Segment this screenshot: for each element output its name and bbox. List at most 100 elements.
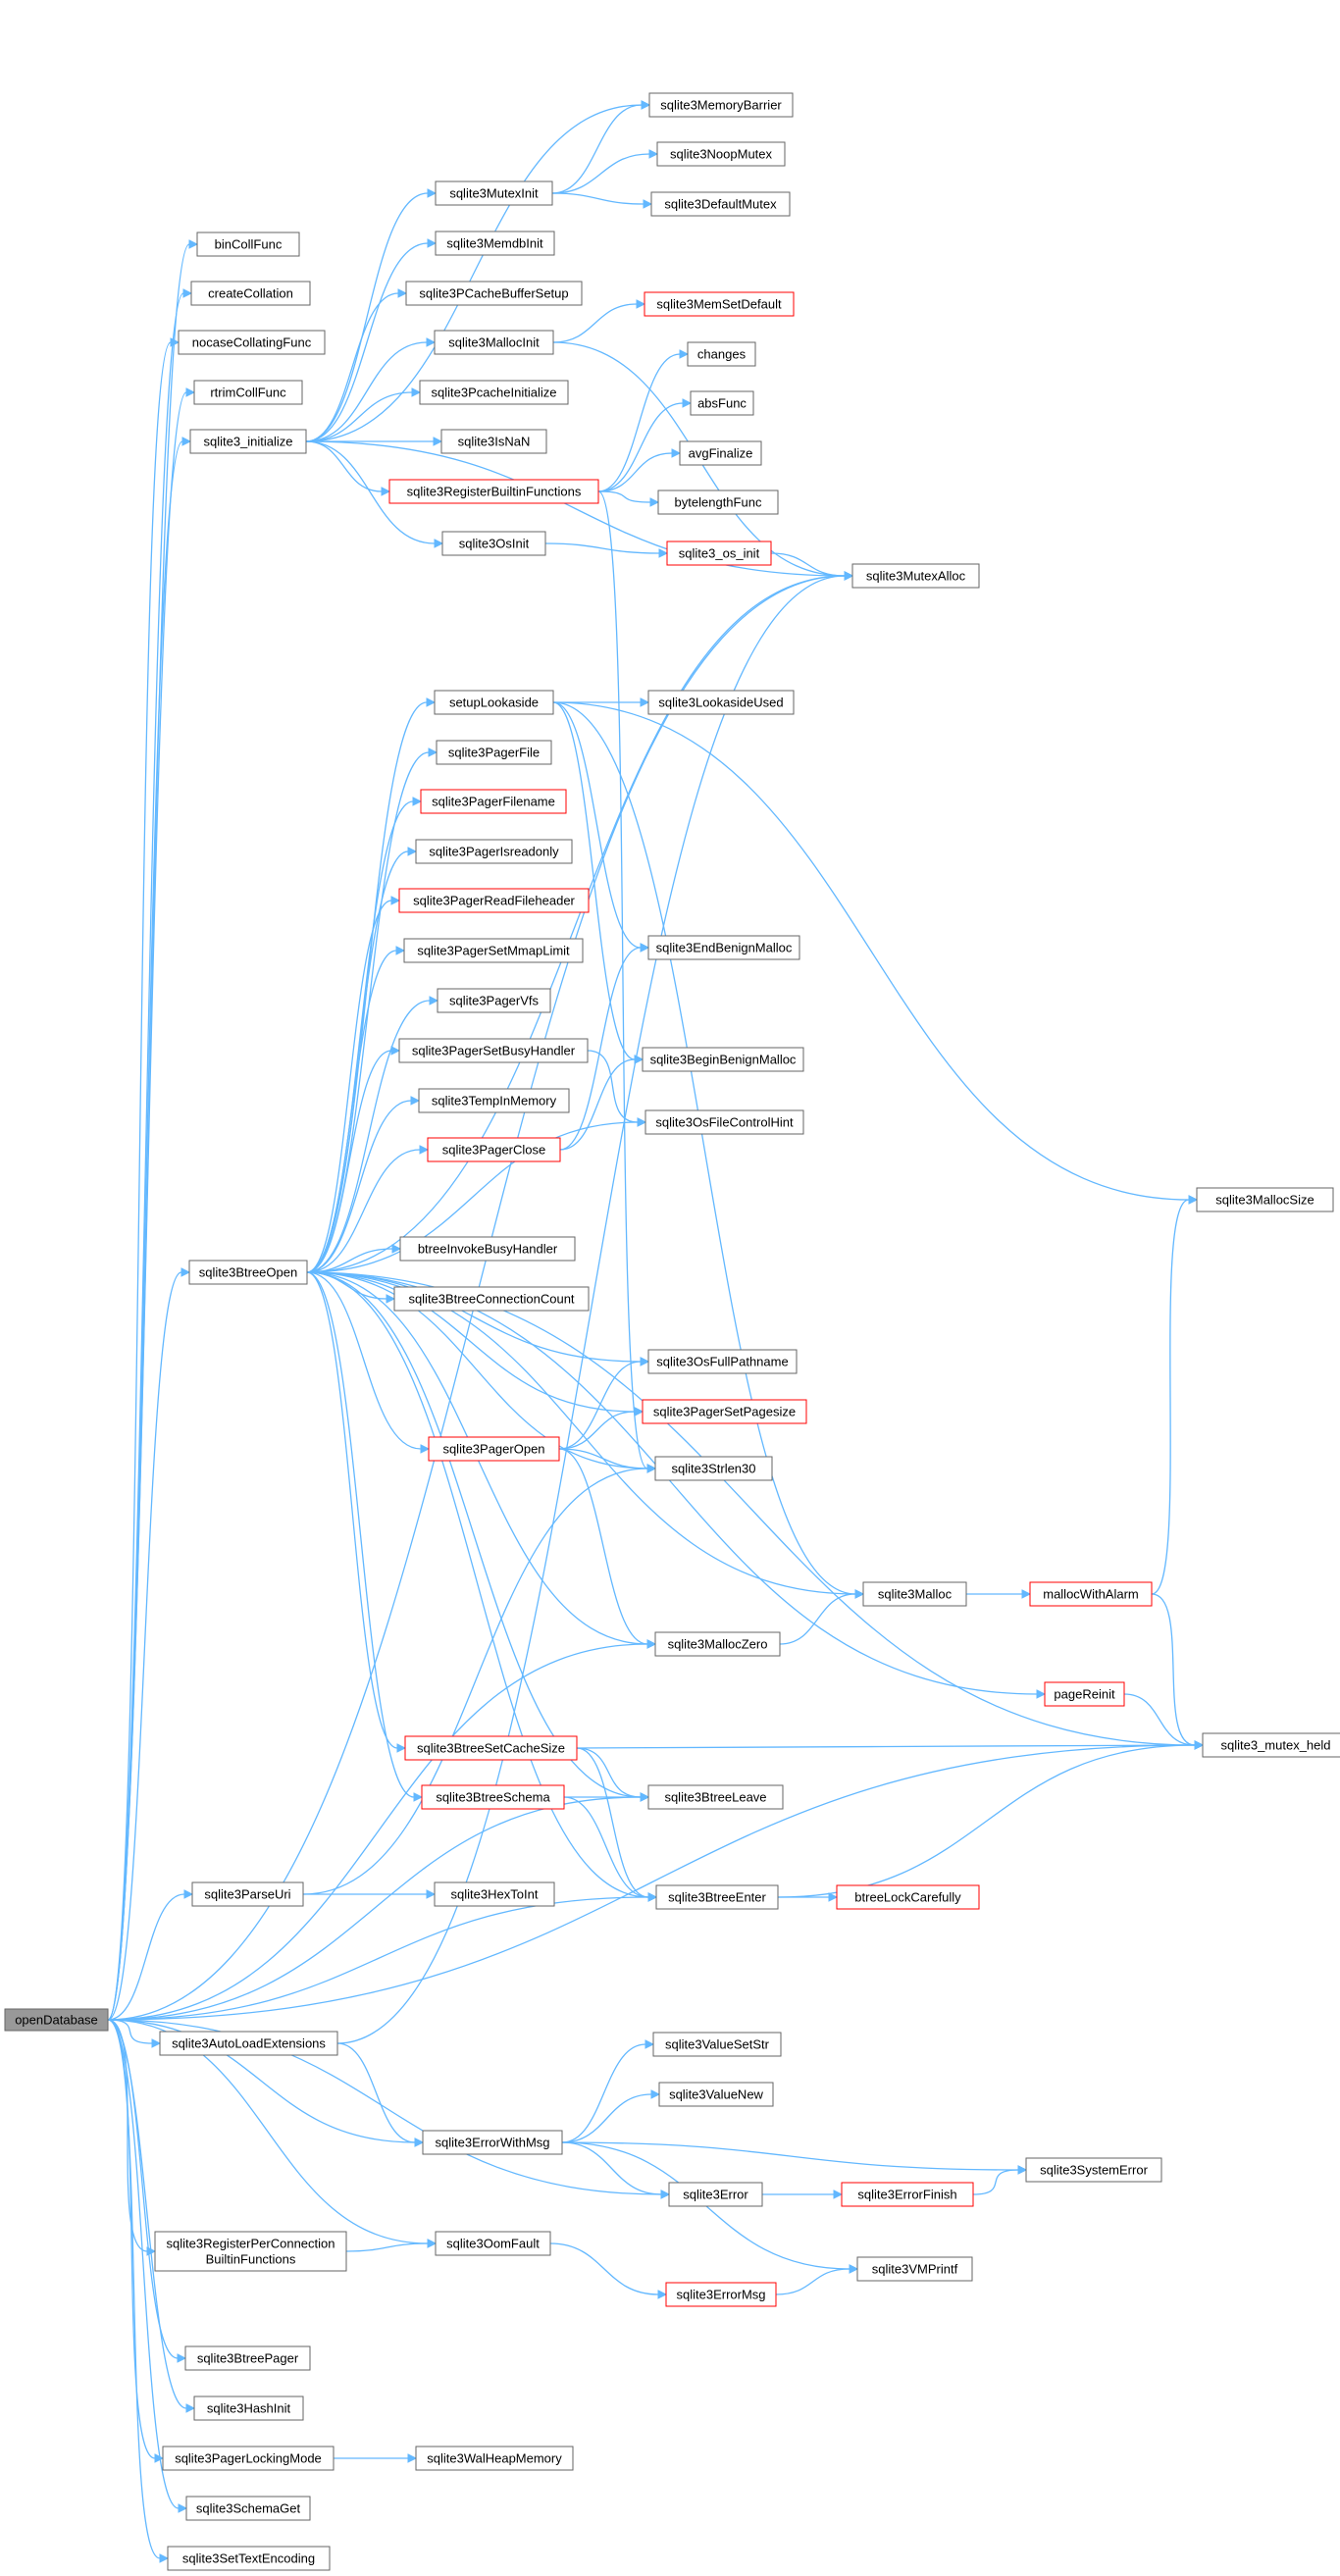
node-bytelengthFunc[interactable]: bytelengthFunc — [657, 489, 779, 515]
node-sqlite3NoopMutex[interactable]: sqlite3NoopMutex — [656, 141, 786, 167]
node-label: sqlite3MemoryBarrier — [660, 98, 782, 113]
node-sqlite3PagerVfs[interactable]: sqlite3PagerVfs — [437, 988, 551, 1013]
node-sqlite3PagerLockingMode[interactable]: sqlite3PagerLockingMode — [162, 2446, 335, 2471]
node-sqlite3RegisterBuiltinFunctions[interactable]: sqlite3RegisterBuiltinFunctions — [388, 479, 599, 504]
node-label: sqlite3_mutex_held — [1220, 1738, 1330, 1753]
node-sqlite3MemoryBarrier[interactable]: sqlite3MemoryBarrier — [648, 92, 794, 118]
node-avgFinalize[interactable]: avgFinalize — [679, 440, 762, 466]
node-sqlite3ErrorWithMsg[interactable]: sqlite3ErrorWithMsg — [422, 2130, 563, 2155]
node-setupLookaside[interactable]: setupLookaside — [434, 690, 554, 715]
edge-sqlite3ErrorWithMsg-to-sqlite3ValueNew — [561, 2089, 661, 2143]
node-sqlite3OsFullPathname[interactable]: sqlite3OsFullPathname — [647, 1349, 798, 1374]
node-sqlite3BtreeEnter[interactable]: sqlite3BtreeEnter — [655, 1884, 779, 1910]
node-sqlite3DefaultMutex[interactable]: sqlite3DefaultMutex — [650, 191, 791, 217]
node-sqlite3SystemError[interactable]: sqlite3SystemError — [1025, 2157, 1162, 2183]
node-sqlite3OomFault[interactable]: sqlite3OomFault — [435, 2231, 551, 2256]
node-sqlite3LookasideUsed[interactable]: sqlite3LookasideUsed — [647, 690, 795, 715]
node-pageReinit[interactable]: pageReinit — [1044, 1681, 1125, 1707]
node-box — [188, 1260, 308, 1285]
node-sqlite3PagerIsreadonly[interactable]: sqlite3PagerIsreadonly — [415, 839, 573, 864]
node-sqlite3PagerSetMmapLimit[interactable]: sqlite3PagerSetMmapLimit — [403, 938, 584, 963]
node-sqlite3SetTextEncoding[interactable]: sqlite3SetTextEncoding — [167, 2546, 331, 2571]
node-sqlite3ErrorMsg[interactable]: sqlite3ErrorMsg — [665, 2282, 777, 2307]
node-sqlite3MallocInit[interactable]: sqlite3MallocInit — [434, 330, 554, 355]
node-sqlite3PagerClose[interactable]: sqlite3PagerClose — [427, 1137, 561, 1162]
node-sqlite3VMPrintf[interactable]: sqlite3VMPrintf — [856, 2256, 973, 2282]
node-sqlite3ValueSetStr[interactable]: sqlite3ValueSetStr — [652, 2032, 782, 2057]
node-sqlite3WalHeapMemory[interactable]: sqlite3WalHeapMemory — [415, 2446, 574, 2471]
node-mallocWithAlarm[interactable]: mallocWithAlarm — [1029, 1581, 1153, 1607]
node-sqlite3AutoLoadExtensions[interactable]: sqlite3AutoLoadExtensions — [159, 2031, 338, 2056]
node-sqlite3MallocSize[interactable]: sqlite3MallocSize — [1196, 1187, 1334, 1212]
node-sqlite3ErrorFinish[interactable]: sqlite3ErrorFinish — [841, 2182, 974, 2207]
node-sqlite3BtreeSchema[interactable]: sqlite3BtreeSchema — [421, 1784, 565, 1810]
node-sqlite3PagerSetPagesize[interactable]: sqlite3PagerSetPagesize — [642, 1399, 807, 1424]
node-sqlite3ParseUri[interactable]: sqlite3ParseUri — [191, 1881, 304, 1907]
node-sqlite3SchemaGet[interactable]: sqlite3SchemaGet — [185, 2496, 311, 2521]
edge-sqlite3BtreeOpen-to-sqlite3Malloc — [306, 1271, 865, 1599]
node-sqlite3PagerSetBusyHandler[interactable]: sqlite3PagerSetBusyHandler — [398, 1038, 589, 1063]
node-sqlite3ValueNew[interactable]: sqlite3ValueNew — [658, 2082, 774, 2107]
node-createCollation[interactable]: createCollation — [190, 281, 311, 306]
node-box — [666, 541, 772, 566]
node-label: mallocWithAlarm — [1043, 1587, 1139, 1602]
node-sqlite3MemdbInit[interactable]: sqlite3MemdbInit — [435, 231, 555, 256]
node-label: sqlite3EndBenignMalloc — [656, 941, 793, 955]
node-binCollFunc[interactable]: binCollFunc — [196, 232, 300, 257]
node-sqlite3PagerFilename[interactable]: sqlite3PagerFilename — [420, 789, 567, 814]
node-sqlite3BtreeLeave[interactable]: sqlite3BtreeLeave — [647, 1784, 784, 1810]
node-sqlite3PagerFile[interactable]: sqlite3PagerFile — [436, 740, 552, 765]
node-rtrimCollFunc[interactable]: rtrimCollFunc — [193, 380, 303, 405]
node-sqlite3HashInit[interactable]: sqlite3HashInit — [193, 2396, 304, 2421]
node-label: sqlite3PagerFilename — [432, 795, 555, 809]
node-box — [856, 2256, 973, 2282]
call-nodes: openDatabasebinCollFunccreateCollationno… — [4, 92, 1340, 2571]
node-sqlite3HexToInt[interactable]: sqlite3HexToInt — [434, 1881, 555, 1907]
node-btreeLockCarefully[interactable]: btreeLockCarefully — [836, 1884, 980, 1910]
node-label: sqlite3SystemError — [1040, 2163, 1148, 2178]
node-box — [665, 2282, 777, 2307]
node-nocaseCollatingFunc[interactable]: nocaseCollatingFunc — [178, 330, 326, 355]
call-edges — [107, 100, 1205, 2563]
node-sqlite3EndBenignMalloc[interactable]: sqlite3EndBenignMalloc — [647, 935, 800, 960]
node-sqlite3Malloc[interactable]: sqlite3Malloc — [862, 1581, 967, 1607]
edge-mallocWithAlarm-to-sqlite3MallocSize — [1151, 1195, 1199, 1595]
node-sqlite3IsNaN[interactable]: sqlite3IsNaN — [440, 429, 547, 454]
edge-sqlite3MallocZero-to-sqlite3Malloc — [779, 1589, 865, 1645]
node-absFunc[interactable]: absFunc — [690, 390, 754, 416]
node-sqlite3TempInMemory[interactable]: sqlite3TempInMemory — [418, 1088, 570, 1113]
node-sqlite3MutexAlloc[interactable]: sqlite3MutexAlloc — [851, 563, 980, 589]
node-sqlite3RegisterPerConnectionBuiltinFunctions[interactable]: sqlite3RegisterPerConnectionBuiltinFunct… — [154, 2231, 347, 2272]
edge-sqlite3PagerSetBusyHandler-to-sqlite3OsFileControlHint — [587, 1050, 647, 1127]
edge-sqlite3RegisterBuiltinFunctions-to-changes — [597, 349, 690, 492]
node-sqlite3BtreeSetCacheSize[interactable]: sqlite3BtreeSetCacheSize — [404, 1735, 578, 1761]
node-sqlite3PCacheBufferSetup[interactable]: sqlite3PCacheBufferSetup — [405, 281, 583, 306]
node-sqlite3OsInit[interactable]: sqlite3OsInit — [441, 531, 546, 556]
node-sqlite3Strlen30[interactable]: sqlite3Strlen30 — [654, 1456, 773, 1481]
node-sqlite3BtreeConnectionCount[interactable]: sqlite3BtreeConnectionCount — [393, 1286, 590, 1312]
node-sqlite3MemSetDefault[interactable]: sqlite3MemSetDefault — [644, 291, 795, 317]
node-sqlite3MallocZero[interactable]: sqlite3MallocZero — [654, 1631, 781, 1657]
node-sqlite3_os_init[interactable]: sqlite3_os_init — [666, 541, 772, 566]
node-sqlite3BtreePager[interactable]: sqlite3BtreePager — [184, 2345, 311, 2371]
node-sqlite3BeginBenignMalloc[interactable]: sqlite3BeginBenignMalloc — [642, 1047, 804, 1072]
node-box — [655, 1884, 779, 1910]
node-sqlite3PagerReadFileheader[interactable]: sqlite3PagerReadFileheader — [398, 888, 590, 913]
node-box — [647, 1349, 798, 1374]
node-sqlite3PagerOpen[interactable]: sqlite3PagerOpen — [428, 1436, 560, 1462]
node-box — [398, 888, 590, 913]
node-box — [687, 341, 756, 367]
node-sqlite3MutexInit[interactable]: sqlite3MutexInit — [435, 180, 553, 206]
node-sqlite3_mutex_held[interactable]: sqlite3_mutex_held — [1202, 1732, 1340, 1758]
node-sqlite3OsFileControlHint[interactable]: sqlite3OsFileControlHint — [644, 1109, 804, 1135]
node-box — [405, 281, 583, 306]
node-sqlite3PcacheInitialize[interactable]: sqlite3PcacheInitialize — [419, 380, 569, 405]
node-sqlite3BtreeOpen[interactable]: sqlite3BtreeOpen — [188, 1260, 308, 1285]
node-btreeInvokeBusyHandler[interactable]: btreeInvokeBusyHandler — [399, 1236, 576, 1262]
node-changes[interactable]: changes — [687, 341, 756, 367]
node-sqlite3Error[interactable]: sqlite3Error — [668, 2182, 763, 2207]
edge-sqlite3PagerClose-to-sqlite3EndBenignMalloc — [559, 943, 650, 1151]
node-sqlite3_initialize[interactable]: sqlite3_initialize — [189, 429, 307, 454]
node-label: sqlite3PagerClose — [442, 1143, 546, 1158]
edge-openDatabase-to-binCollFunc — [107, 239, 199, 2021]
